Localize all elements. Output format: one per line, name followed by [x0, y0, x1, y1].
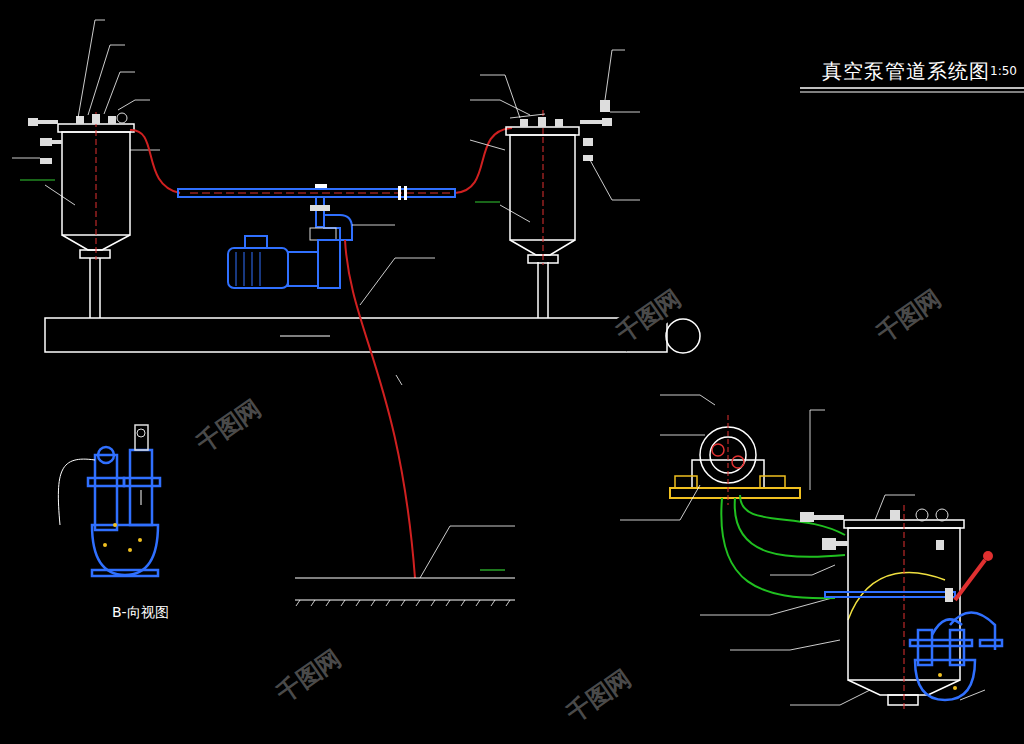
view-label: B-向视图: [112, 604, 169, 622]
watermark: 千图网: [868, 281, 950, 352]
watermark: 千图网: [268, 641, 350, 712]
scale-ratio: 1:50: [990, 64, 1017, 78]
watermark: 千图网: [188, 391, 270, 462]
drawing-title: 真空泵管道系统图: [822, 58, 990, 85]
watermark: 千图网: [608, 281, 690, 352]
watermark: 千图网: [558, 661, 640, 732]
